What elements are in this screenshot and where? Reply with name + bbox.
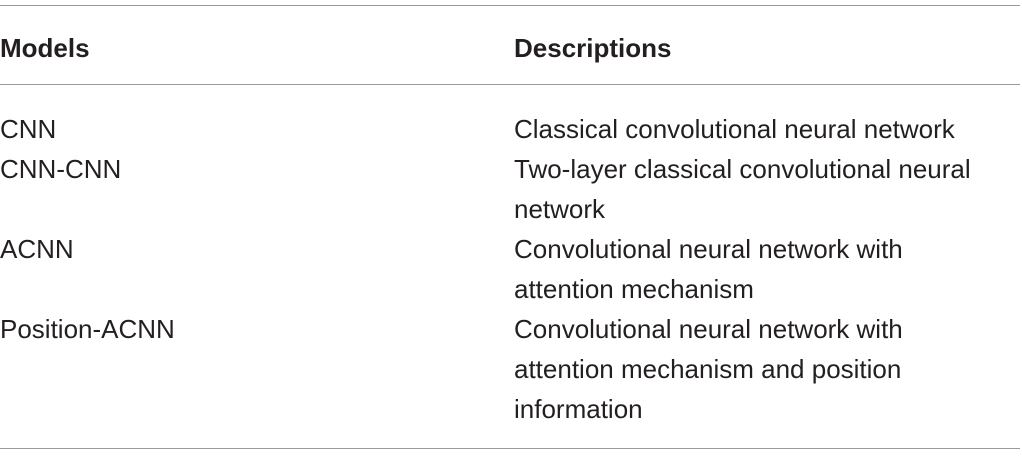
model-description: Two-layer classical convolutional neural… (514, 149, 1014, 229)
table-row: CNN Classical convolutional neural netwo… (0, 109, 1020, 149)
table-row: CNN-CNN Two-layer classical convolutiona… (0, 149, 1020, 229)
description-line: Convolutional neural network with (514, 314, 903, 344)
header-rule (0, 84, 1020, 85)
description-line: Classical convolutional neural network (514, 114, 955, 144)
description-line: Two-layer classical convolutional neural (514, 154, 971, 184)
bottom-rule (0, 448, 1020, 449)
table-header-row: Models Descriptions (0, 6, 1020, 84)
description-line: network (514, 194, 606, 224)
description-line: information (514, 394, 643, 424)
table-row: Position-ACNN Convolutional neural netwo… (0, 309, 1020, 429)
description-line: attention mechanism (514, 274, 754, 304)
table-body: CNN Classical convolutional neural netwo… (0, 85, 1020, 448)
model-name: ACNN (0, 234, 74, 264)
model-name: Position-ACNN (0, 314, 175, 344)
table-row: ACNN Convolutional neural network with a… (0, 229, 1020, 309)
description-line: attention mechanism and position (514, 354, 902, 384)
model-name: CNN (0, 114, 57, 144)
model-description: Convolutional neural network with attent… (514, 309, 1014, 429)
header-models: Models (0, 33, 90, 63)
models-table: Models Descriptions CNN Classical convol… (0, 5, 1020, 449)
description-line: Convolutional neural network with (514, 234, 903, 264)
model-name: CNN-CNN (0, 154, 122, 184)
header-descriptions: Descriptions (514, 33, 672, 63)
model-description: Convolutional neural network with attent… (514, 229, 1014, 309)
top-rule (0, 5, 1020, 6)
model-description: Classical convolutional neural network (514, 109, 1014, 149)
